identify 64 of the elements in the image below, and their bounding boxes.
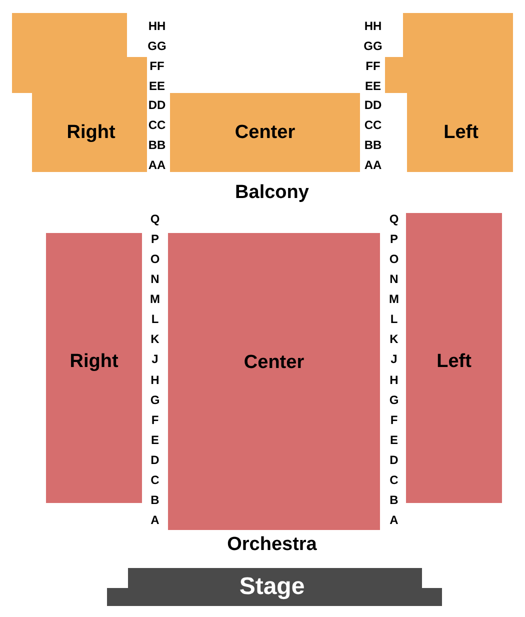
row-letter: P: [151, 232, 159, 246]
row-letter: P: [390, 232, 398, 246]
row-letter: F: [390, 412, 398, 427]
row-letter: BB: [148, 138, 166, 152]
row-letter: M: [150, 292, 160, 306]
section-name: Left: [436, 351, 472, 373]
row-letter: C: [150, 472, 160, 487]
row-letter: HH: [364, 19, 382, 33]
row-letter: H: [390, 372, 398, 387]
seating-section: [168, 233, 380, 530]
row-letter: L: [151, 312, 159, 326]
section-name: Center: [244, 352, 304, 374]
row-letter: CC: [148, 118, 166, 132]
row-letter: C: [390, 472, 398, 487]
section-name: Left: [444, 122, 478, 144]
row-letter: HH: [148, 19, 166, 33]
row-letter: E: [390, 432, 398, 447]
section-name: Right: [66, 122, 116, 144]
row-letter: A: [390, 513, 398, 528]
row-letter: D: [390, 452, 398, 467]
stage-platform: [107, 568, 442, 606]
row-letter: DD: [148, 98, 166, 112]
row-letter: B: [150, 492, 160, 507]
row-letter: N: [150, 272, 160, 286]
row-letter: G: [150, 392, 160, 407]
section-name: Right: [70, 351, 118, 373]
row-letter: E: [151, 432, 159, 447]
row-letter: O: [150, 252, 160, 266]
row-letter: K: [390, 332, 398, 346]
row-letter: Q: [389, 212, 399, 226]
row-letter: AA: [148, 158, 166, 172]
row-letter: N: [390, 272, 398, 286]
seating-section: [46, 233, 142, 503]
row-letter: GG: [148, 39, 166, 53]
row-letter: BB: [364, 138, 382, 152]
row-letter: H: [150, 372, 160, 387]
row-letter: FF: [150, 59, 164, 73]
seating-section: [12, 13, 147, 172]
row-letter: J: [152, 352, 158, 366]
row-letter: Q: [150, 212, 160, 226]
row-letter: FF: [366, 59, 380, 73]
row-letter: GG: [364, 39, 382, 53]
row-letter: B: [390, 492, 398, 507]
row-letter: A: [150, 513, 160, 528]
level-name: Orchestra: [227, 534, 317, 556]
row-letter: EE: [149, 79, 165, 93]
row-letter: DD: [364, 98, 382, 112]
seating-section: [170, 93, 360, 172]
row-letter: M: [389, 292, 399, 306]
seating-section: [385, 13, 513, 172]
row-letter: D: [150, 452, 160, 467]
section-name: Center: [234, 122, 296, 144]
section-name: Stage: [239, 573, 305, 601]
row-letter: G: [389, 392, 399, 407]
row-letter: CC: [364, 118, 382, 132]
row-letter: AA: [364, 158, 382, 172]
row-letter: O: [389, 252, 399, 266]
level-name: Balcony: [235, 182, 309, 204]
row-letter: J: [390, 352, 398, 366]
row-letter: L: [390, 312, 398, 326]
row-letter: K: [150, 332, 160, 346]
seating-section: [406, 213, 502, 503]
row-letter: F: [151, 412, 159, 427]
row-letter: EE: [365, 79, 381, 93]
